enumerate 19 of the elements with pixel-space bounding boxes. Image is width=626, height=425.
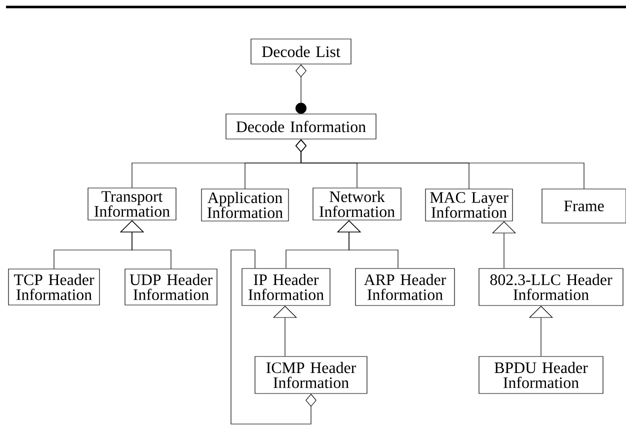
class-box: IP Header Information <box>242 268 330 306</box>
class-box: Frame <box>542 188 626 224</box>
class-box: UDP Header Information <box>124 268 218 306</box>
class-box: ARP Header Information <box>355 268 455 306</box>
inheritance-connector <box>336 220 398 268</box>
class-box: BPDU Header Information <box>478 356 604 394</box>
class-box: 802.3-LLC Header Information <box>478 268 624 306</box>
class-box: Application Information <box>201 188 289 222</box>
aggregation-connector <box>296 64 306 114</box>
class-box: ICMP Header Information <box>254 356 368 394</box>
class-box: Decode List <box>250 38 352 64</box>
inheritance-connector <box>120 220 172 269</box>
class-box: Decode Information <box>226 114 376 140</box>
class-box: Transport Information <box>88 188 176 220</box>
class-box: Network Information <box>312 188 402 220</box>
aggregation-connector <box>296 139 584 189</box>
class-box: TCP Header Information <box>8 268 100 306</box>
class-box: MAC Layer Information <box>425 188 513 222</box>
aggregation-connector <box>230 250 316 424</box>
